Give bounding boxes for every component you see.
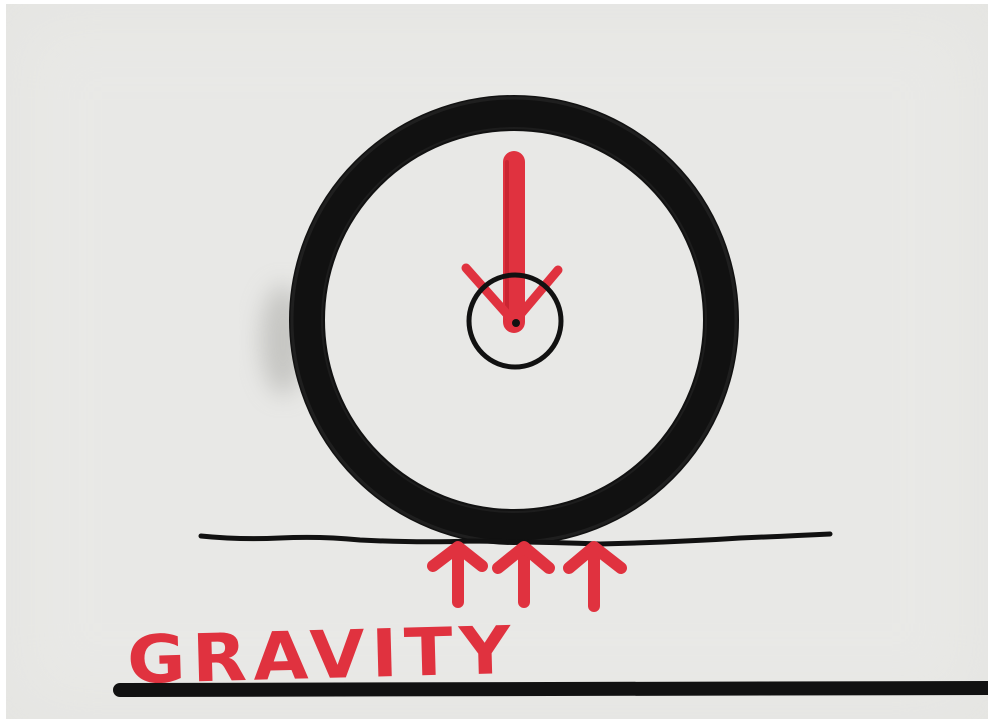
upward-force-arrow [563, 541, 627, 612]
ground-line [198, 531, 833, 547]
wheel-hub [466, 272, 564, 370]
upward-force-arrow [427, 541, 488, 608]
upward-force-arrow [492, 541, 555, 608]
base-line [113, 681, 988, 697]
hub-center-dot [512, 319, 520, 327]
